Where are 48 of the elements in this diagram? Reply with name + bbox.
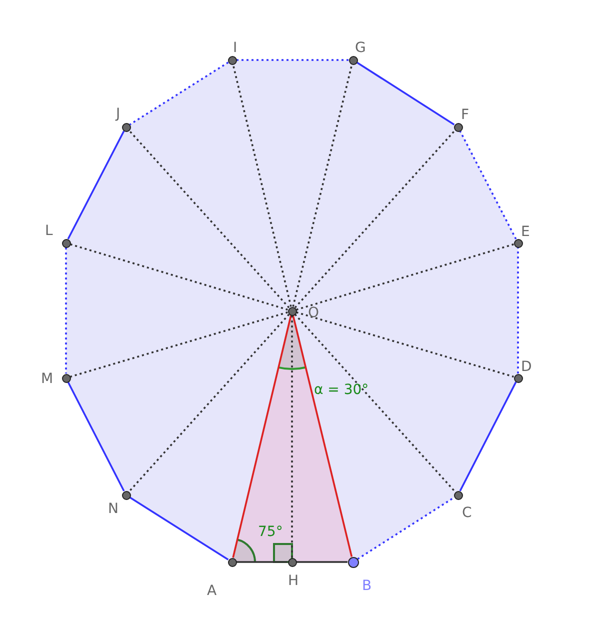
point-label: D [521,359,532,375]
segment [291,316,293,558]
segment [70,311,288,378]
point-label: O [308,305,320,321]
point-label: E [521,224,530,240]
point-label: C [462,505,472,521]
segment [232,64,292,307]
segment [128,130,290,308]
segment [232,315,292,558]
segment [292,64,353,307]
segment [296,243,514,311]
segment [129,62,229,126]
segment [70,243,288,311]
point-label: J [116,106,120,122]
point-label: A [207,583,217,599]
point-label: G [355,40,366,56]
point [62,374,70,382]
angle-label: 75° [258,524,283,540]
segment [296,311,514,378]
segment [129,496,229,560]
point-label: H [288,573,299,589]
segment [294,130,456,308]
point-label: I [233,40,238,56]
segment [236,59,348,61]
segment [128,314,290,492]
segment [357,496,455,560]
segment [294,314,456,492]
point [122,122,130,132]
point-label: F [461,107,470,123]
point-label: L [45,223,53,239]
segment [296,561,348,563]
point-label: N [108,501,118,517]
point-label: B [362,578,372,594]
segment [517,248,519,374]
angle-label: α = 30° [314,382,369,398]
point-label: M [41,371,54,387]
point [228,56,236,64]
segment [356,62,455,126]
segment [67,130,125,240]
segment [67,382,125,492]
point [62,238,70,248]
segment [65,248,67,374]
segment [459,130,517,240]
segment [236,561,288,563]
segment [292,315,353,557]
point [348,56,358,64]
segment [459,382,517,492]
point [122,490,130,500]
